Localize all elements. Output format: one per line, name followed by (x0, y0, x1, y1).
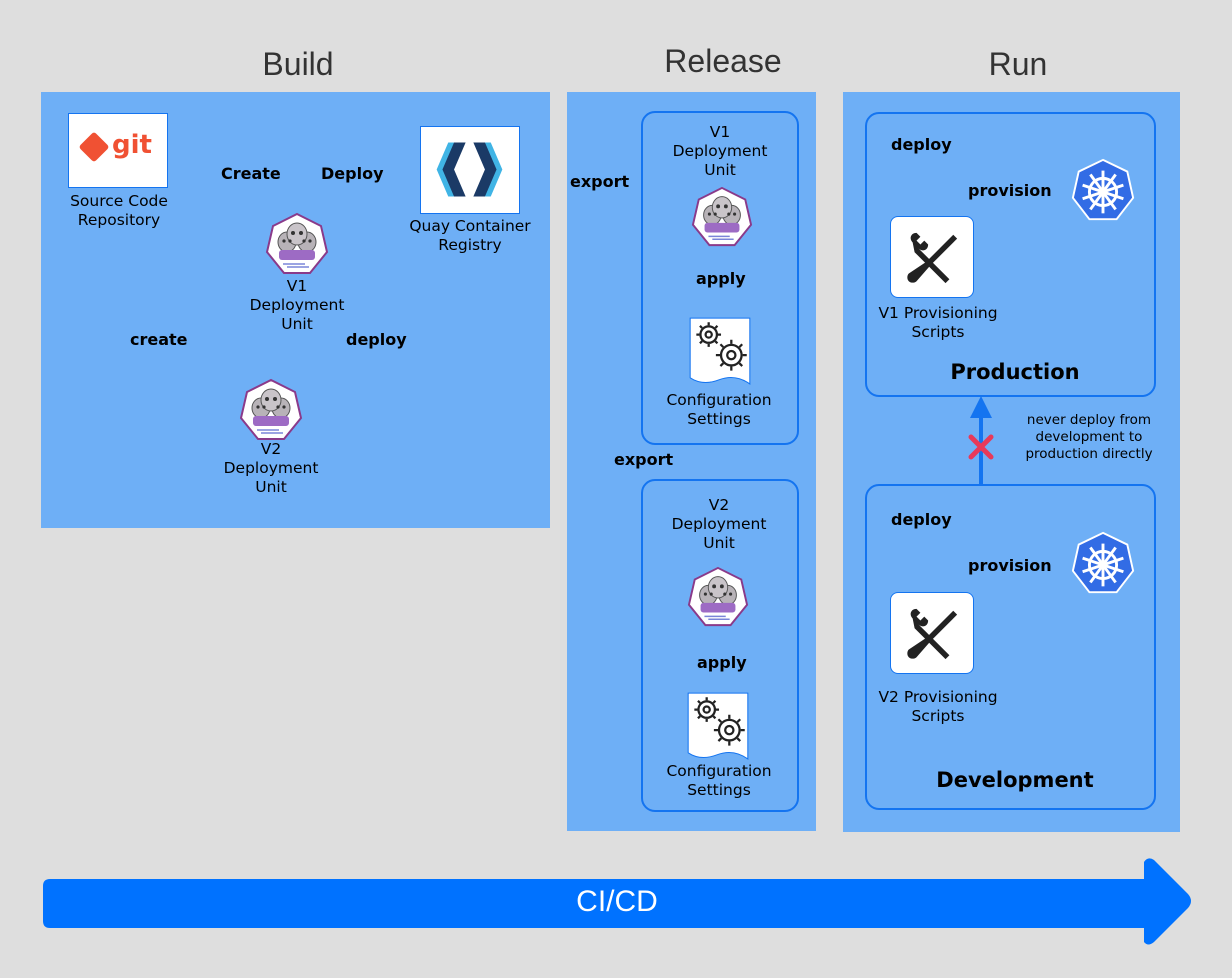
production-title: Production (950, 360, 1080, 384)
release-v2-unit-label: V2 Deployment Unit (671, 496, 767, 552)
release-v2-box (641, 479, 799, 812)
development-provision: provision (968, 556, 1052, 575)
build-heading: Build (262, 46, 334, 82)
release-apply-v1: apply (696, 269, 746, 288)
tools-icon (903, 229, 961, 287)
git-logo-tile: git (68, 113, 168, 188)
git-logo-icon (78, 131, 110, 163)
development-tools-tile (890, 592, 974, 674)
edge-create-v2: create (130, 330, 188, 349)
release-heading: Release (664, 43, 782, 79)
kubernetes-helm-icon (1069, 157, 1137, 225)
build-v2-unit-label: V2 Deployment Unit (223, 440, 319, 496)
development-scripts-label: V2 Provisioning Scripts (878, 688, 998, 725)
release-apply-v2: apply (697, 653, 747, 672)
production-provision: provision (968, 181, 1052, 200)
gear-document-icon (684, 689, 752, 761)
seal-container-icon (239, 378, 303, 442)
development-title: Development (936, 768, 1094, 792)
production-scripts-label: V1 Provisioning Scripts (878, 304, 998, 341)
seal-container-icon (691, 186, 753, 248)
release-export-v2: export (614, 450, 674, 469)
production-tools-tile (890, 216, 974, 298)
run-heading: Run (988, 46, 1048, 82)
release-config-v1-label: Configuration Settings (666, 391, 772, 428)
edge-create-v1: Create (221, 164, 281, 183)
edge-deploy-v2: deploy (346, 330, 407, 349)
release-v1-box (641, 111, 799, 445)
tools-icon (903, 605, 961, 663)
quay-label: Quay Container Registry (409, 217, 531, 254)
gear-document-icon (686, 314, 754, 386)
build-v1-unit-label: V1 Deployment Unit (249, 277, 345, 333)
git-logo-text: git (112, 130, 152, 160)
seal-container-icon (687, 566, 749, 628)
ci-cd-label: CI/CD (576, 885, 658, 918)
blocked-deploy-arrow (968, 396, 994, 484)
release-config-v2-label: Configuration Settings (666, 762, 772, 799)
ci-cd-arrow (43, 858, 1191, 945)
production-deploy: deploy (891, 135, 952, 154)
release-export-v1: export (570, 172, 630, 191)
never-deploy-note: never deploy from development to product… (1025, 412, 1153, 462)
development-deploy: deploy (891, 510, 952, 529)
source-repo-label: Source Code Repository (70, 192, 168, 229)
seal-container-icon (265, 212, 329, 276)
edge-deploy-v1: Deploy (321, 164, 384, 183)
quay-logo-icon (436, 142, 503, 197)
quay-logo-tile (420, 126, 520, 214)
kubernetes-helm-icon (1069, 530, 1137, 598)
release-v1-unit-label: V1 Deployment Unit (672, 123, 768, 179)
